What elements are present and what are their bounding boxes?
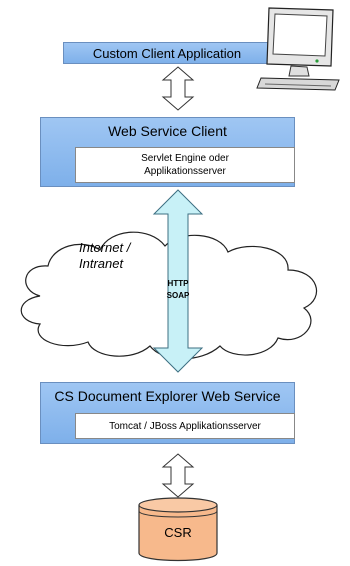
custom-client-application-box: Custom Client Application bbox=[63, 42, 271, 64]
document-explorer-service-panel: CS Document Explorer Web Service Tomcat … bbox=[40, 382, 295, 444]
client-link-arrow bbox=[161, 66, 195, 111]
internet-intranet-label: Internet / Intranet bbox=[79, 240, 131, 271]
servlet-engine-line1: Servlet Engine oder bbox=[141, 153, 229, 164]
application-server-box: Tomcat / JBoss Applikationsserver bbox=[75, 413, 295, 439]
database-label: CSR bbox=[164, 525, 192, 540]
web-service-client-title: Web Service Client bbox=[108, 123, 227, 139]
servlet-engine-line2: Applikationsserver bbox=[144, 166, 226, 177]
database-link-arrow bbox=[161, 453, 195, 498]
servlet-engine-box: Servlet Engine oder Applikationsserver bbox=[75, 147, 295, 183]
document-explorer-service-title: CS Document Explorer Web Service bbox=[54, 388, 281, 404]
http-soap-arrow bbox=[152, 189, 204, 373]
database-cylinder-icon bbox=[138, 497, 218, 562]
custom-client-label: Custom Client Application bbox=[92, 45, 242, 61]
web-service-client-panel: Web Service Client Servlet Engine oder A… bbox=[40, 117, 295, 187]
http-soap-label: HTTP SOAP bbox=[166, 279, 190, 300]
computer-monitor-icon bbox=[256, 7, 340, 91]
